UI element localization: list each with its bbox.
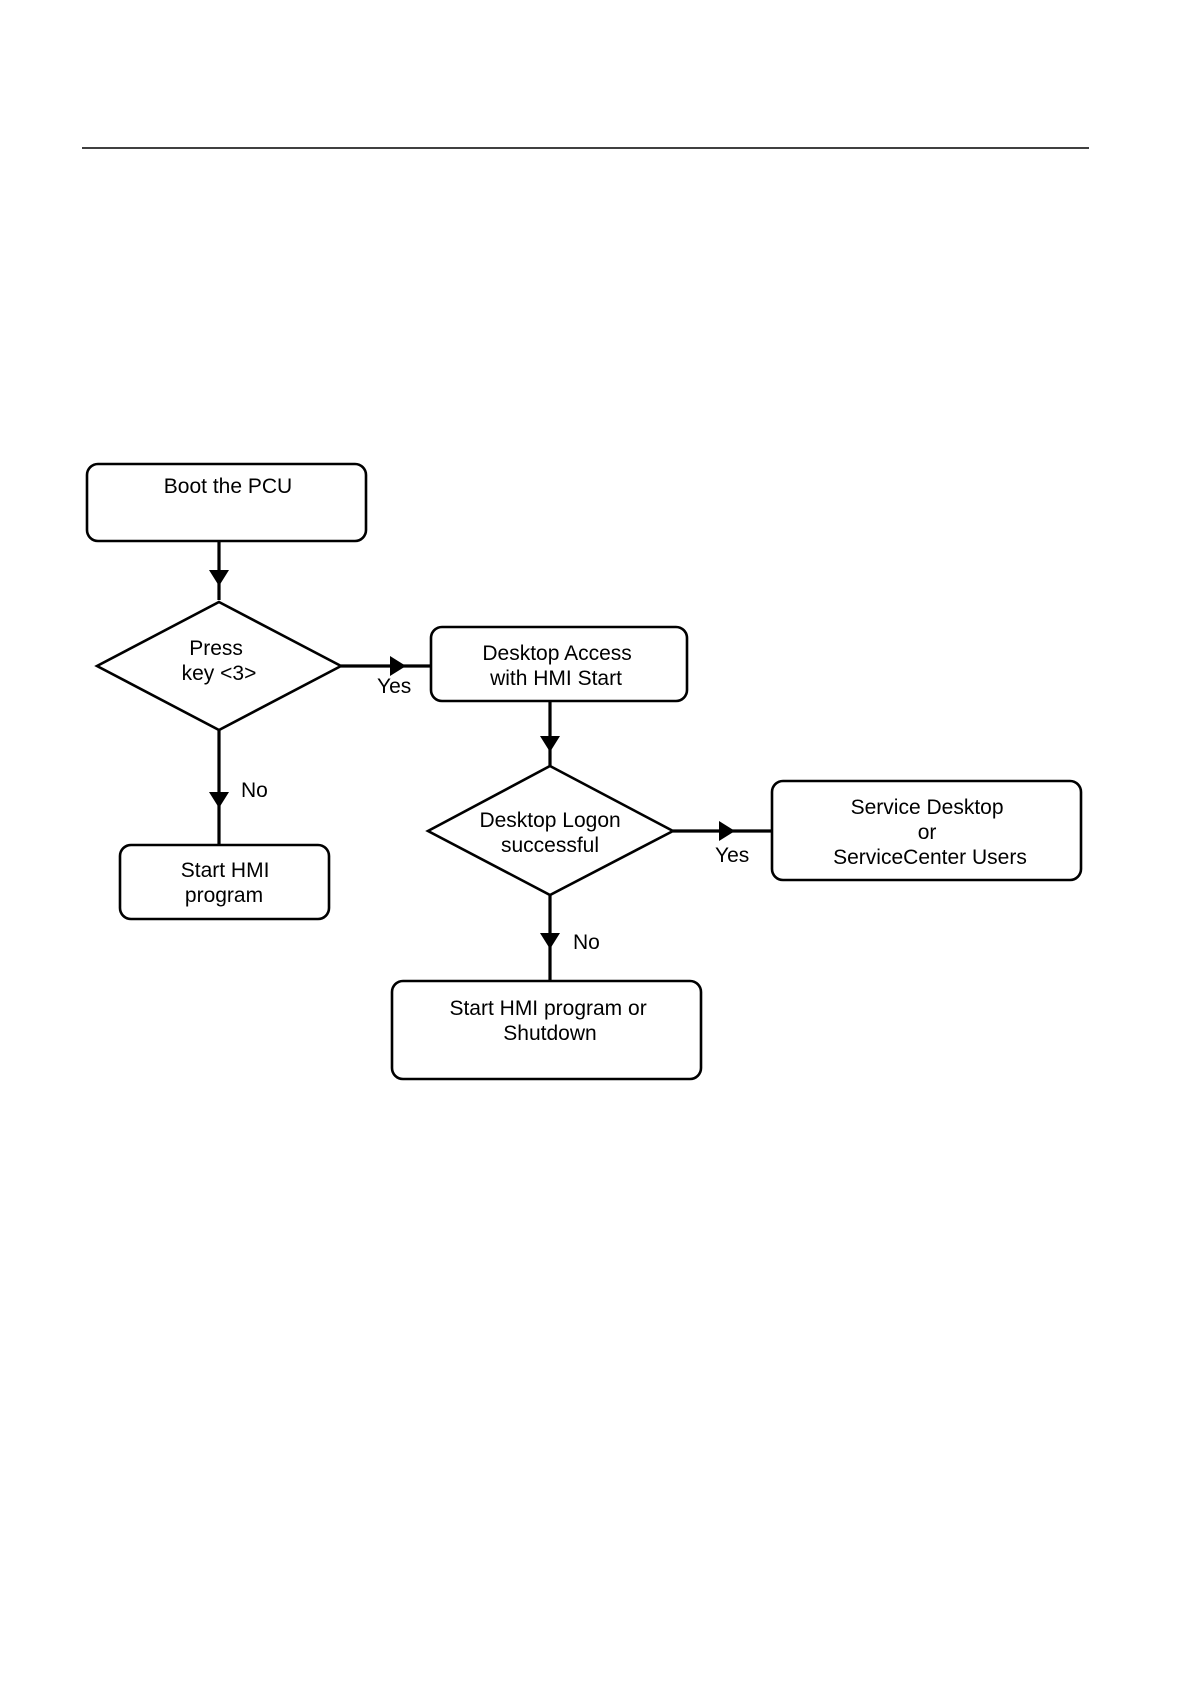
node-line: ServiceCenter Users [833, 846, 1027, 869]
node-line: Service Desktop [851, 796, 1004, 819]
node-line: Shutdown [503, 1022, 596, 1045]
node-service-desktop: Service Desktop or ServiceCenter Users [772, 781, 1081, 880]
node-start-hmi-program: Start HMI program [120, 845, 329, 919]
edge-label-press-no: No [241, 779, 268, 802]
arrowhead-logon-no [540, 933, 560, 949]
decision-desktop-logon: Desktop Logon successful [428, 766, 673, 895]
node-boot-the-pcu: Boot the PCU [87, 464, 366, 541]
node-line: Boot the PCU [164, 475, 292, 498]
arrowhead-logon-yes [719, 821, 735, 841]
edge-label-press-yes: Yes [377, 675, 411, 698]
node-line: key <3> [182, 662, 257, 685]
arrowhead-press-no [209, 792, 229, 808]
edge-label-logon-yes: Yes [715, 844, 749, 867]
node-start-hmi-or-shutdown: Start HMI program or Shutdown [392, 981, 701, 1079]
node-line: or [918, 821, 937, 844]
arrowhead-boot-to-press [209, 570, 229, 586]
edge-label-logon-no: No [573, 931, 600, 954]
node-desktop-access: Desktop Access with HMI Start [431, 627, 687, 701]
node-line: successful [501, 834, 599, 857]
node-line: Desktop Access [482, 642, 631, 665]
node-line: with HMI Start [489, 667, 622, 690]
arrowhead-press-yes [390, 656, 406, 676]
node-line: Desktop Logon [479, 809, 620, 832]
node-line: Start HMI [181, 859, 270, 882]
node-text: Boot the PCU [164, 475, 292, 498]
node-line: Start HMI program or [449, 997, 646, 1020]
node-line: Press [189, 637, 243, 660]
arrowhead-desktop-access-to-logon [540, 736, 560, 752]
node-line: program [185, 884, 263, 907]
decision-press-key-3: Press key <3> [97, 602, 341, 730]
process-box [120, 845, 329, 919]
